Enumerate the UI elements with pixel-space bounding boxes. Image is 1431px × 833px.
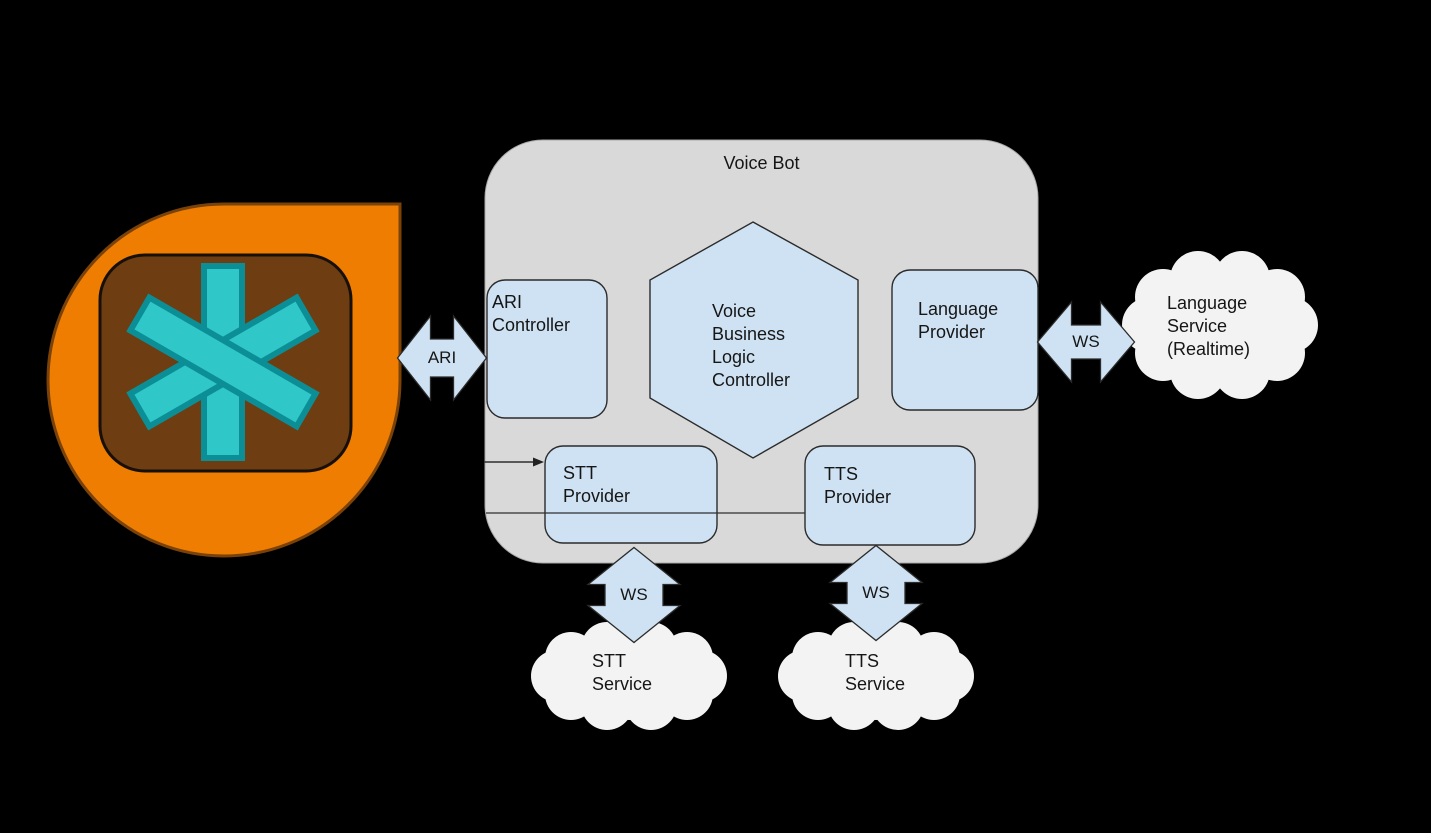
ari-controller-node bbox=[486, 279, 608, 419]
tts-provider-node bbox=[804, 445, 976, 546]
stt-provider-label: STT Provider bbox=[563, 463, 631, 506]
asterisk-star-icon bbox=[126, 263, 320, 461]
ari-connector bbox=[396, 314, 488, 402]
tts-service-label: TTS Service bbox=[845, 651, 906, 694]
tts-provider-label: TTS Provider bbox=[824, 464, 892, 507]
ws-tts-connector-label: WS bbox=[862, 583, 890, 602]
stt-service-label: STT Service bbox=[592, 651, 653, 694]
stt-provider-node bbox=[544, 445, 718, 544]
audio-stream-arrow bbox=[484, 457, 544, 467]
voice-bot-title: Voice Bot bbox=[723, 153, 800, 173]
ws-language-connector bbox=[1036, 300, 1136, 384]
asterisk-logo bbox=[46, 202, 402, 558]
ws-tts-connector bbox=[828, 544, 924, 642]
language-provider-label: Language Provider bbox=[918, 299, 999, 342]
logic-controller-label: Voice Business Logic Controller bbox=[712, 301, 791, 390]
language-provider-node bbox=[891, 269, 1039, 411]
language-service-label: Language Service (Realtime) bbox=[1167, 293, 1251, 359]
ari-controller-label: ARI Controller bbox=[492, 292, 571, 335]
ws-stt-connector-label: WS bbox=[620, 585, 648, 604]
ws-language-connector-label: WS bbox=[1072, 332, 1100, 351]
ws-stt-connector bbox=[586, 546, 682, 644]
ari-connector-label: ARI bbox=[427, 348, 457, 367]
logic-controller-node bbox=[649, 221, 859, 459]
